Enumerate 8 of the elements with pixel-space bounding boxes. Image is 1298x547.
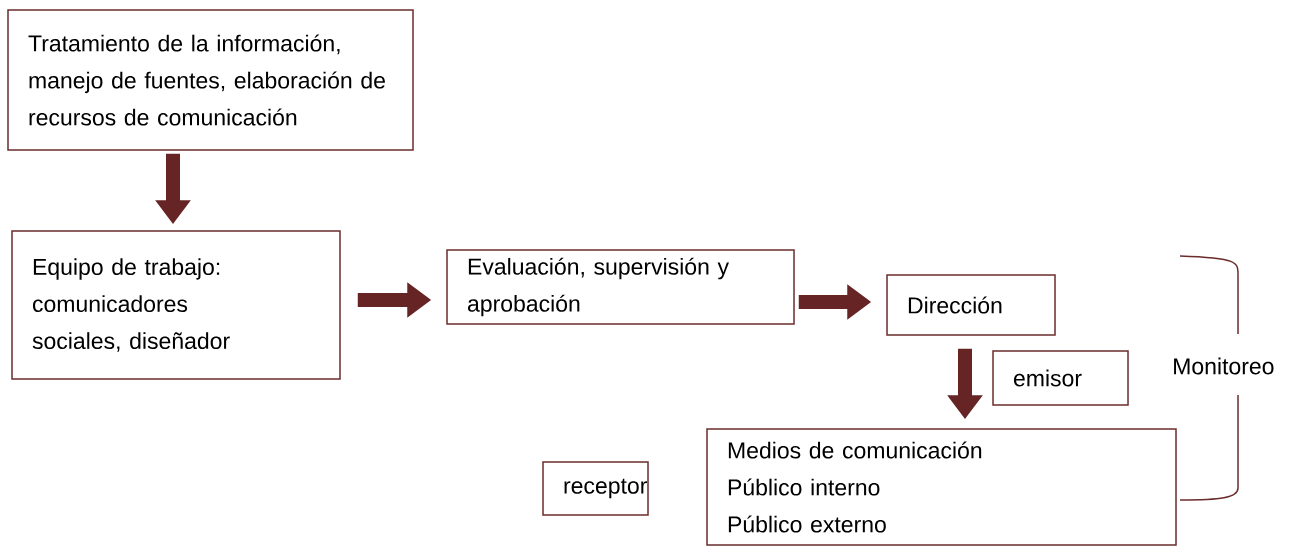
text-box: Equipo de trabajo: comunicadores sociales, diseñador [11, 230, 341, 380]
text-box: Evaluación, supervisión y aprobación [446, 249, 795, 325]
text-box: Medios de comunicación Público interno Público externo [706, 428, 1177, 546]
text-box: emisor [992, 350, 1129, 406]
text-box: Dirección [886, 274, 1056, 336]
text-box: receptor [542, 461, 649, 516]
bracket-label: Monitoreo [1174, 357, 1274, 375]
text-box: Tratamiento de la información, manejo de fuentes, elaboración de recursos de comunicación [7, 9, 414, 151]
